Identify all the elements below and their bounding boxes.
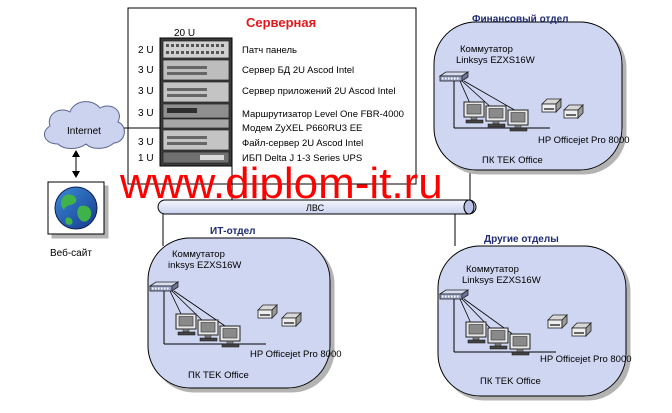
it-network-group (149, 281, 302, 348)
rack-units-label: 20 U (174, 28, 195, 39)
rack-unit-label: 3 U (138, 86, 154, 97)
arrow-down-icon (72, 171, 80, 178)
rack-item-name: Маршрутизатор Level One FBR-4000 (242, 109, 404, 120)
server-rack (159, 37, 233, 167)
rack-unit-label: 1 U (138, 153, 154, 164)
rack-item-name: Файл-сервер 2U Ascod Intel (242, 138, 363, 149)
network-switch-icon (439, 71, 469, 82)
it-dept-area (147, 237, 331, 389)
rack-item-name: Патч панель (242, 45, 297, 56)
network-switch-icon (439, 289, 469, 300)
server-room-title: Серверная (246, 15, 316, 30)
rack-item-name: ИБП Delta J 1-3 Series UPS (242, 153, 362, 164)
rack-item-name: Сервер БД 2U Ascod Intel (242, 65, 354, 76)
pc-icon (175, 313, 197, 336)
printer-icon (571, 322, 592, 337)
other-switch-label: Коммутатор Linksys EZXS16W (462, 264, 541, 286)
rack-unit-label: 2 U (138, 45, 154, 56)
other-dept-title: Другие отделы (484, 234, 559, 245)
other-pc-label: ПК TEK Office (480, 376, 541, 387)
pc-icon (197, 319, 219, 342)
lan-label: ЛВС (306, 203, 325, 213)
website-label: Веб-сайт (50, 247, 92, 259)
it-switch-label: Коммутатор inksys EZXS16W (168, 249, 241, 271)
website-globe-icon (47, 181, 105, 235)
it-dept-title: ИТ-отдел (210, 226, 256, 237)
pc-icon (485, 105, 507, 128)
other-dept-area (437, 245, 627, 397)
printer-icon (541, 98, 562, 113)
internet-label: Internet (67, 126, 101, 137)
finance-dept-title: Финансовый отдел (472, 14, 569, 25)
finance-network-group (439, 71, 584, 132)
pc-icon (509, 333, 531, 356)
printer-icon (547, 314, 568, 329)
printer-icon (563, 104, 584, 119)
lan-bus (157, 199, 477, 215)
pc-icon (487, 327, 509, 350)
it-pc-label: ПК TEK Office (188, 370, 249, 381)
finance-dept-area (433, 21, 623, 171)
pc-icon (465, 321, 487, 344)
pc-icon (219, 325, 241, 348)
pc-icon (507, 109, 529, 132)
rack-item-name: Сервер приложений 2U Ascod Intel (242, 86, 396, 97)
finance-pc-label: ПК TEK Office (482, 155, 543, 166)
rack-unit-label: 3 U (138, 137, 154, 148)
network-switch-icon (149, 281, 179, 292)
it-printer-label: HP Officejet Pro 8000 (250, 349, 342, 360)
arrow-up-icon (72, 150, 80, 157)
other-network-group (439, 289, 592, 356)
printer-icon (257, 304, 278, 319)
internet-cloud-icon (43, 101, 125, 149)
printer-icon (281, 312, 302, 327)
pc-icon (463, 101, 485, 124)
finance-printer-label: HP Officejet Pro 8000 (538, 135, 630, 146)
other-printer-label: HP Officejet Pro 8000 (540, 354, 632, 365)
rack-item-name: Модем ZyXEL P660RU3 EE (242, 123, 362, 134)
finance-switch-label: Коммутатор Linksys EZXS16W (456, 44, 535, 66)
rack-unit-label: 3 U (138, 65, 154, 76)
rack-unit-label: 3 U (138, 108, 154, 119)
